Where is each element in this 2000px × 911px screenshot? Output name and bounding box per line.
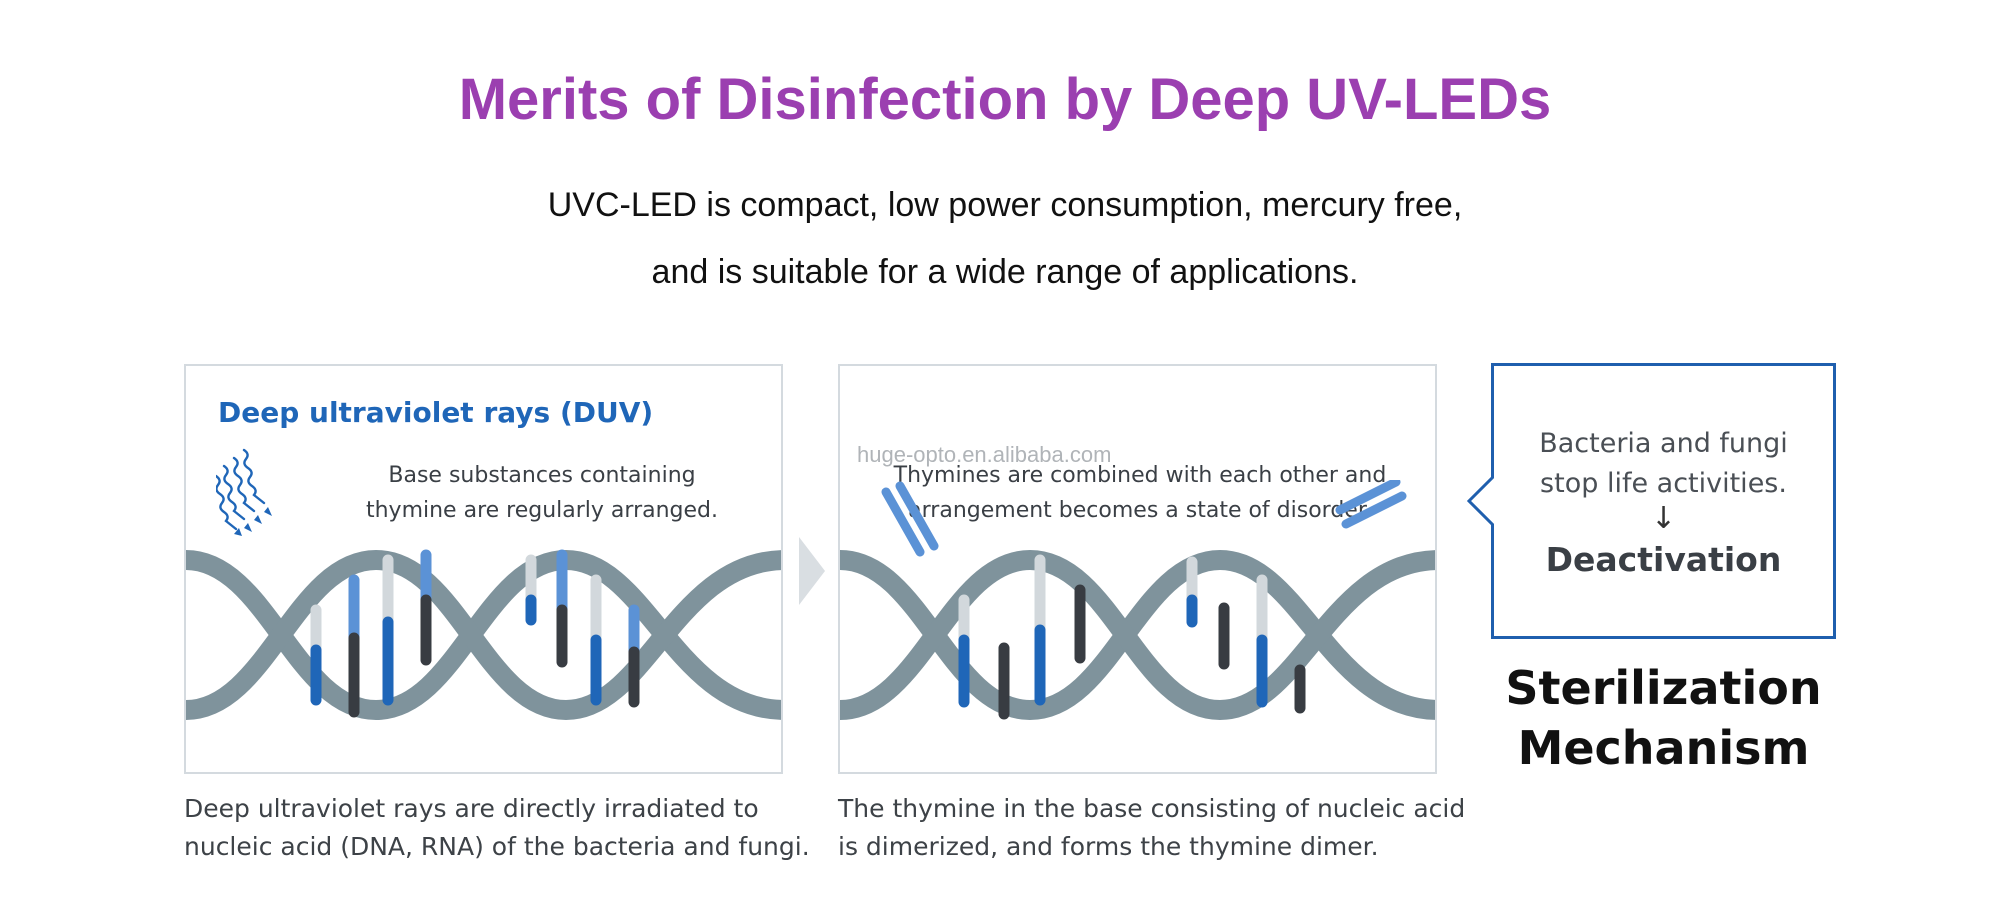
thymine-dimer-right: [1335, 480, 1401, 515]
thymine-dimer-left: [881, 487, 925, 557]
panel1-note: Base substances containing thymine are r…: [365, 463, 718, 523]
panel-disordered-dna: Thymines are combined with each other an…: [838, 364, 1437, 774]
sterilization-mechanism-label: Sterilization Mechanism: [1505, 661, 1822, 775]
duv-heading: Deep ultraviolet rays (DUV): [218, 396, 654, 429]
deactivation-label: Deactivation: [1545, 540, 1782, 579]
panel-regular-dna: Deep ultraviolet rays (DUV) Base substan…: [184, 364, 783, 774]
page-title: Merits of Disinfection by Deep UV-LEDs: [458, 67, 1552, 132]
callout-line-2: stop life activities.: [1540, 468, 1787, 499]
panel2-note: Thymines are combined with each other an…: [893, 463, 1387, 523]
dna-helix-regular: [186, 549, 781, 721]
step-arrow-icon: [799, 537, 825, 605]
uv-rays-icon: [216, 448, 272, 536]
thymine-dimer-left-pair: [895, 481, 939, 551]
down-arrow-icon: ↓: [1650, 501, 1677, 536]
callout-line-1: Bacteria and fungi: [1539, 428, 1788, 459]
panel2-caption: The thymine in the base consisting of nu…: [838, 794, 1466, 861]
panel1-caption: Deep ultraviolet rays are directly irrad…: [184, 794, 810, 861]
subtitle-line-2: and is suitable for a wide range of appl…: [651, 253, 1359, 291]
subtitle-line-1: UVC-LED is compact, low power consumptio…: [547, 186, 1463, 224]
watermark: huge-opto.en.alibaba.com: [857, 442, 1112, 467]
thymine-dimer-right-pair: [1341, 491, 1407, 529]
dna-helix-disordered: [840, 480, 1435, 721]
callout-pointer-icon: [1466, 474, 1494, 528]
deactivation-callout: Bacteria and fungi stop life activities.…: [1491, 363, 1836, 639]
